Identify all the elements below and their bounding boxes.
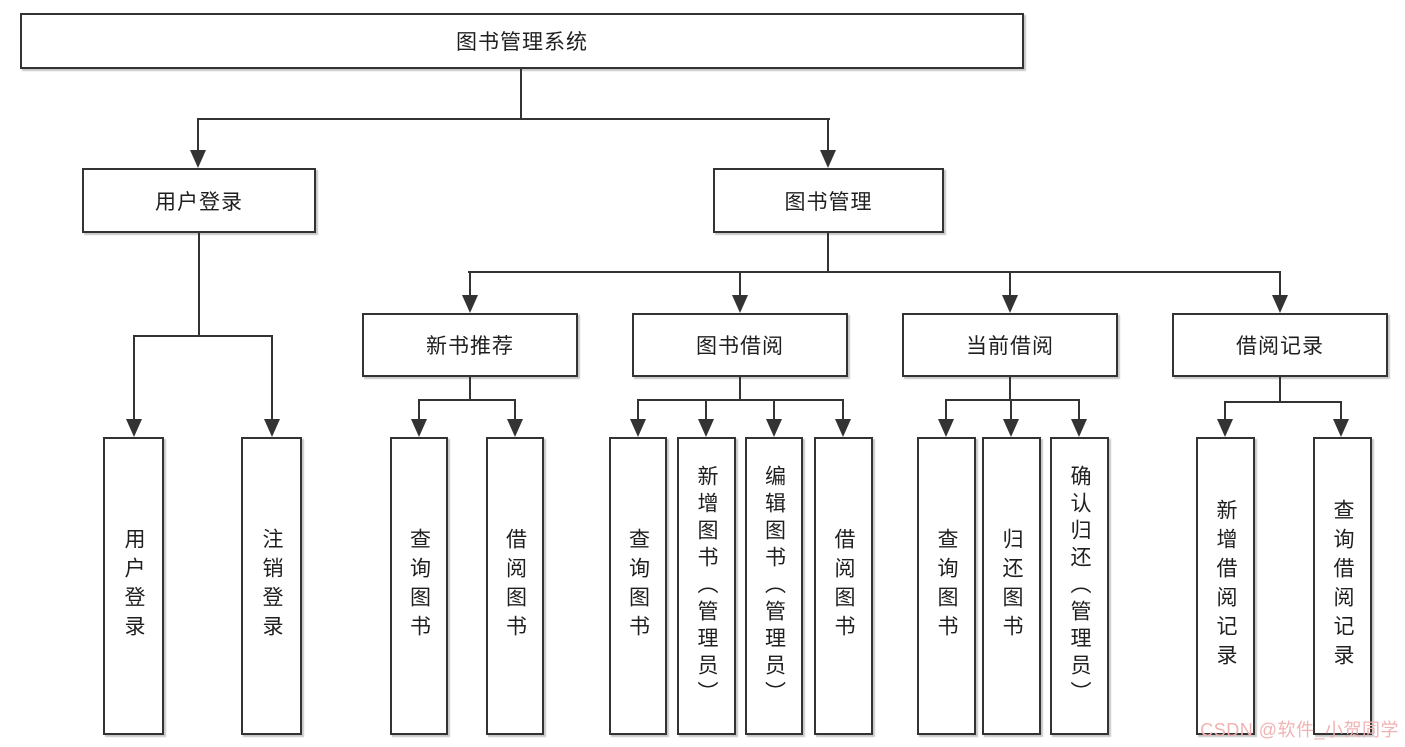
arrow-down-icon [820,150,836,168]
borrow-records-node: 借阅记录 [1172,313,1388,377]
connector-line [1279,271,1281,297]
connector-line [418,399,420,421]
arrow-down-icon [630,419,646,437]
current-borrow-node-label: 当前借阅 [966,335,1054,358]
arrow-down-icon [698,419,714,437]
leaf-edit-books-admin: 编辑图书（管理员） [745,437,803,735]
current-borrow-node: 当前借阅 [902,313,1118,377]
arrow-down-icon [126,419,142,437]
leaf-logout: 注销登录 [241,437,302,735]
connector-line [827,233,829,271]
leaf-add-borrow-record: 新增借阅记录 [1196,437,1255,735]
leaf-query-books-2: 查询图书 [609,437,667,735]
connector-line [705,399,707,421]
leaf-query-borrow-record: 查询借阅记录 [1313,437,1372,735]
arrow-down-icon [1003,419,1019,437]
connector-line [1009,377,1011,401]
leaf-add-borrow-record-label: 新增借阅记录 [1214,499,1237,673]
connector-line [520,69,522,118]
arrow-down-icon [1272,295,1288,313]
book-mgmt-node: 图书管理 [713,168,944,233]
connector-line [1224,401,1342,403]
connector-line [739,271,741,297]
leaf-edit-books-admin-label: 编辑图书（管理员） [762,464,786,708]
arrow-down-icon [1002,295,1018,313]
book-borrow-node: 图书借阅 [632,313,848,377]
arrow-down-icon [1217,419,1233,437]
connector-line [271,335,273,421]
connector-line [198,233,200,335]
connector-line [418,399,516,401]
connector-line [514,399,516,421]
root-node: 图书管理系统 [20,13,1024,69]
leaf-query-books-1: 查询图书 [390,437,448,735]
arrow-down-icon [190,150,206,168]
book-borrow-node-label: 图书借阅 [696,335,784,358]
arrow-down-icon [766,419,782,437]
connector-line [945,399,1080,401]
connector-line [773,399,775,421]
borrow-records-node-label: 借阅记录 [1236,335,1324,358]
arrow-down-icon [411,419,427,437]
connector-line [197,118,830,120]
connector-line [637,399,639,421]
leaf-query-books-2-label: 查询图书 [626,528,650,644]
leaf-query-books-3: 查询图书 [917,437,976,735]
leaf-query-borrow-record-label: 查询借阅记录 [1331,499,1354,673]
leaf-logout-label: 注销登录 [260,528,283,644]
leaf-borrow-books-1-label: 借阅图书 [503,528,527,644]
arrow-down-icon [938,419,954,437]
leaf-return-books-label: 归还图书 [1000,528,1023,644]
leaf-borrow-books-2: 借阅图书 [814,437,873,735]
connector-line [469,377,471,401]
root-node-label: 图书管理系统 [456,31,588,54]
arrow-down-icon [1071,419,1087,437]
connector-line [1340,401,1342,421]
connector-line [945,399,947,421]
csdn-watermark: CSDN @软件_小贺同学 [1200,720,1399,740]
leaf-query-books-3-label: 查询图书 [935,528,958,644]
leaf-user-login-label: 用户登录 [122,528,145,644]
connector-line [1009,271,1011,297]
leaf-borrow-books-2-label: 借阅图书 [832,528,855,644]
connector-line [1010,399,1012,421]
connector-line [637,399,844,401]
leaf-query-books-1-label: 查询图书 [407,528,431,644]
connector-line [1078,399,1080,421]
new-book-node-label: 新书推荐 [426,335,514,358]
arrow-down-icon [732,295,748,313]
connector-line [133,335,135,421]
connector-line [469,271,471,297]
leaf-add-books-admin-label: 新增图书（管理员） [695,464,718,708]
leaf-add-books-admin: 新增图书（管理员） [677,437,736,735]
leaf-borrow-books-1: 借阅图书 [486,437,544,735]
leaf-confirm-return-admin: 确认归还（管理员） [1050,437,1109,735]
connector-line [133,335,273,337]
arrow-down-icon [507,419,523,437]
arrow-down-icon [462,295,478,313]
connector-line [197,118,199,152]
new-book-node: 新书推荐 [362,313,578,377]
arrow-down-icon [1333,419,1349,437]
connector-line [1279,377,1281,403]
arrow-down-icon [835,419,851,437]
user-login-node-label: 用户登录 [155,190,243,214]
book-mgmt-node-label: 图书管理 [784,190,873,214]
arrow-down-icon [264,419,280,437]
connector-line [1224,401,1226,421]
user-login-node: 用户登录 [82,168,316,233]
connector-line [739,377,741,401]
leaf-confirm-return-admin-label: 确认归还（管理员） [1068,464,1091,708]
leaf-user-login: 用户登录 [103,437,164,735]
connector-line [468,271,1281,273]
connector-line [827,118,829,152]
connector-line [842,399,844,421]
leaf-return-books: 归还图书 [982,437,1041,735]
